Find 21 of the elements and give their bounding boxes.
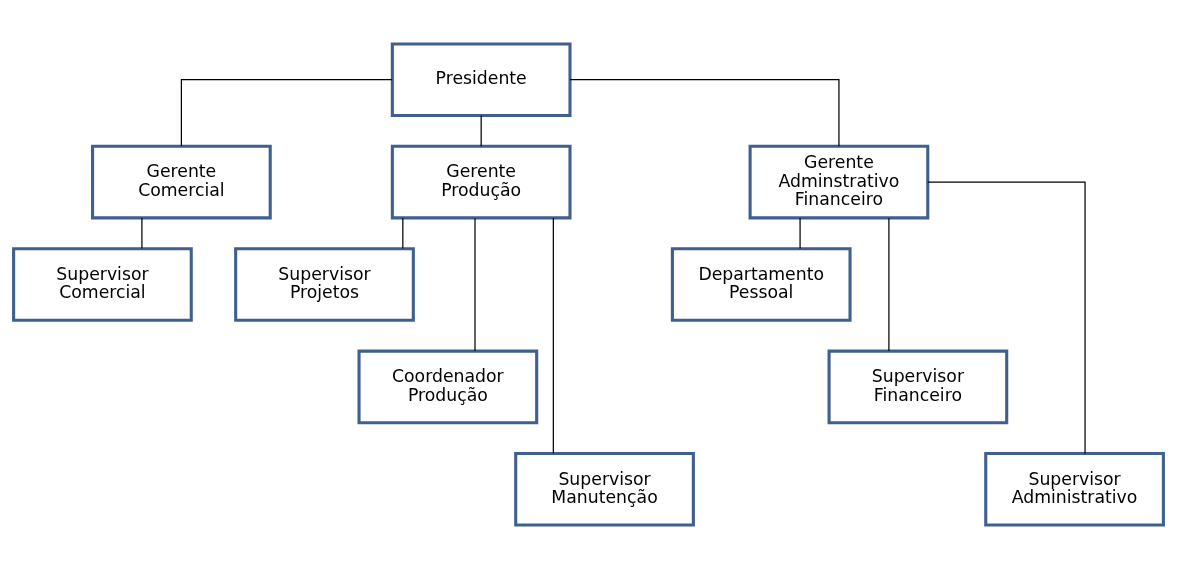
connector: [474, 217, 476, 352]
node-box: Gerente Produção: [390, 144, 572, 220]
connector: [888, 217, 890, 352]
connector: [141, 217, 143, 250]
connector: [799, 217, 801, 250]
node-box: Gerente Adminstrativo Financeiro: [748, 144, 930, 220]
connector: [927, 181, 1086, 455]
node-box: Presidente: [390, 42, 572, 118]
connector: [552, 217, 554, 454]
connector: [402, 217, 404, 250]
node-box: Supervisor Manutenção: [514, 451, 695, 527]
node-box: Departamento Pessoal: [670, 247, 852, 322]
node-box: Supervisor Comercial: [12, 247, 193, 322]
node-box: Gerente Comercial: [91, 144, 272, 220]
node-box: Coordenador Produção: [357, 349, 539, 425]
connector: [480, 114, 482, 147]
node-box: Supervisor Administrativo: [984, 451, 1165, 527]
node-box: Supervisor Financeiro: [827, 349, 1009, 425]
connector: [180, 79, 393, 147]
connector: [569, 79, 840, 147]
node-box: Supervisor Projetos: [234, 247, 415, 322]
